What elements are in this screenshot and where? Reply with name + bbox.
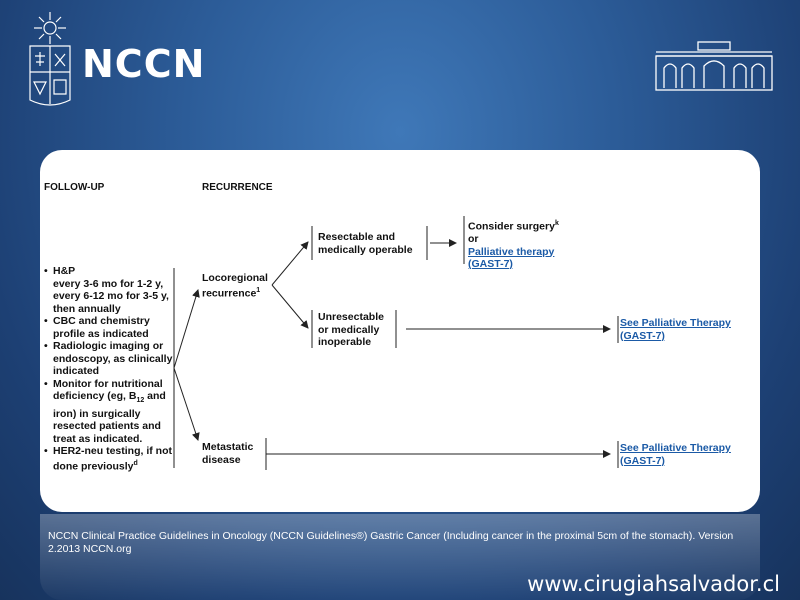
citation-caption: NCCN Clinical Practice Guidelines in Onc…: [48, 530, 734, 555]
followup-item: •Radiologic imaging or endoscopy, as cli…: [44, 340, 173, 377]
guideline-card: FOLLOW-UP RECURRENCE •H&P every 3-6 mo f…: [40, 150, 760, 512]
followup-item: •Monitor for nutritional deficiency (eg,…: [44, 377, 166, 445]
see-palliative-therapy-link[interactable]: See Palliative Therapy: [620, 442, 731, 454]
building-icon: [655, 41, 773, 91]
unresectable-node: Unresectable or medically inoperable: [318, 311, 384, 348]
gast7-link[interactable]: (GAST-7): [468, 258, 513, 270]
resectable-node: Resectable and medically operable: [318, 231, 413, 256]
card-reflection: [40, 514, 760, 600]
metastatic-disease-node: Metastatic disease: [202, 441, 254, 466]
followup-list: •H&P every 3-6 mo for 1-2 y, every 6-12 …: [44, 265, 172, 473]
see-palliative-therapy-link[interactable]: See Palliative Therapy: [620, 317, 731, 329]
website-url[interactable]: www.cirugiahsalvador.cl: [527, 572, 780, 596]
locoregional-recurrence-node: Locoregional recurrence1: [202, 272, 268, 299]
followup-item: •CBC and chemistry profile as indicated: [44, 315, 150, 340]
university-logo: [29, 12, 71, 106]
followup-heading: FOLLOW-UP: [44, 182, 105, 193]
see-palliative-node-1: See Palliative Therapy (GAST-7): [620, 317, 731, 342]
nccn-logo-text: NCCN: [82, 42, 206, 86]
see-palliative-node-2: See Palliative Therapy (GAST-7): [620, 442, 731, 467]
recurrence-heading: RECURRENCE: [202, 182, 273, 193]
followup-item: •HER2-neu testing, if not done previousl…: [44, 445, 172, 473]
gast7-link[interactable]: (GAST-7): [620, 454, 665, 467]
gast7-link[interactable]: (GAST-7): [620, 329, 665, 342]
palliative-therapy-link[interactable]: Palliative therapy: [468, 245, 555, 258]
consider-surgery-node: Consider surgeryk or Palliative therapy …: [468, 220, 559, 270]
followup-item: •H&P every 3-6 mo for 1-2 y, every 6-12 …: [44, 265, 169, 315]
flowchart-connectors: [173, 216, 619, 470]
